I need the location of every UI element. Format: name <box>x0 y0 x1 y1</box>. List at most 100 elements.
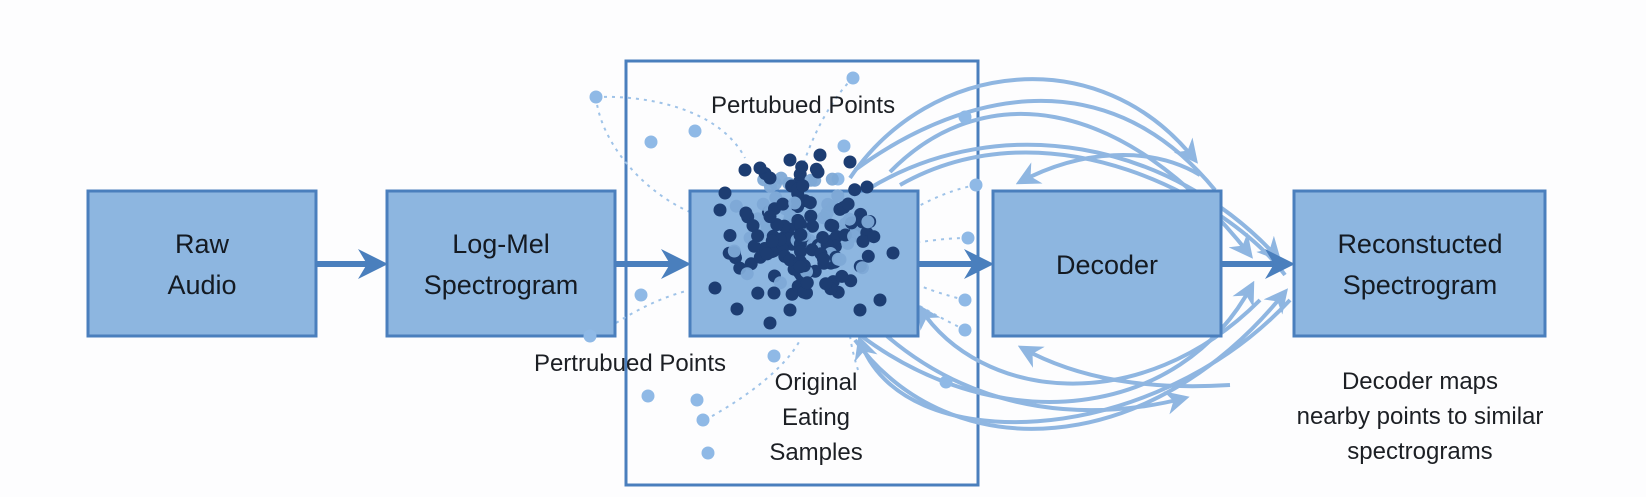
original-sample-point <box>763 171 777 185</box>
perturbed-point <box>773 276 787 290</box>
perturbed-point <box>861 215 875 229</box>
dotted-connector <box>914 184 977 209</box>
original-sample-point <box>783 303 797 317</box>
perturbed-point <box>774 171 788 185</box>
decoder-mapping-curves <box>848 77 1292 431</box>
perturbed-point <box>644 135 658 149</box>
original-sample-point <box>804 209 818 223</box>
perturbed-point <box>958 110 972 124</box>
original-sample-point <box>794 245 807 258</box>
original-sample-point <box>738 163 752 177</box>
perturbed-points <box>583 71 983 460</box>
original-sample-point <box>816 231 830 244</box>
original-sample-point <box>723 229 737 242</box>
perturbed-point <box>729 199 743 213</box>
original-sample-point <box>843 155 857 169</box>
mapping-curve-arrow <box>848 77 1198 180</box>
perturbed-point <box>696 413 710 427</box>
perturbed-point <box>740 267 754 281</box>
original-sample-point <box>746 219 760 233</box>
original-sample-point <box>713 203 727 217</box>
original-sample-point <box>841 197 855 211</box>
reconstructed-label-line1: Reconstucted <box>1337 229 1502 259</box>
perturbed-point <box>589 90 603 104</box>
perturbed-point <box>820 206 834 220</box>
mapping-curve-arrow <box>868 142 1282 262</box>
original-sample-point <box>886 246 900 260</box>
original-samples-label-line3: Samples <box>769 439 862 466</box>
decoder-note-line2: nearby points to similar <box>1297 403 1544 430</box>
original-sample-point <box>767 286 781 300</box>
original-sample-point <box>765 234 779 248</box>
raw-audio-label-line2: Audio <box>167 270 236 300</box>
original-sample-point <box>848 183 862 197</box>
perturbed-point <box>756 197 770 211</box>
original-sample-point <box>753 161 767 175</box>
original-sample-point <box>718 186 732 200</box>
original-sample-point <box>803 196 817 210</box>
original-sample-point <box>860 180 874 194</box>
original-sample-point <box>813 148 827 162</box>
original-sample-point <box>811 165 825 179</box>
perturbed-point <box>958 293 972 307</box>
original-sample-point <box>744 257 758 271</box>
perturbed-point <box>831 189 845 203</box>
dotted-connector <box>849 335 859 371</box>
dotted-connector <box>595 96 691 213</box>
raw-audio-block: Raw Audio <box>86 189 318 338</box>
original-sample-point <box>763 316 777 330</box>
log-mel-block: Log-Mel Spectrogram <box>385 189 617 338</box>
original-sample-point <box>776 197 790 211</box>
perturbed-point <box>939 375 953 389</box>
original-sample-point <box>708 281 722 295</box>
original-sample-point <box>867 230 881 244</box>
mapping-curve-arrow <box>1015 153 1202 185</box>
original-sample-point <box>824 218 838 232</box>
perturbed-point <box>788 196 802 210</box>
perturbed-point <box>641 389 655 403</box>
original-sample-point <box>796 179 810 193</box>
original-sample-points <box>708 148 900 330</box>
mapping-curve-arrow <box>854 298 1292 425</box>
original-sample-point <box>873 293 887 307</box>
reconstructed-label-line2: Spectrogram <box>1343 270 1498 300</box>
perturbed-points-bottom-label: Pertrubued Points <box>534 350 726 377</box>
original-samples-label-line2: Eating <box>782 404 850 431</box>
original-sample-point <box>760 247 774 261</box>
original-sample-point <box>739 206 753 220</box>
mapping-curve-arrow <box>917 298 1262 386</box>
original-sample-point <box>861 249 875 263</box>
decoder-note-line3: spectrograms <box>1347 438 1492 465</box>
original-sample-point <box>747 239 761 253</box>
perturbed-point <box>727 244 741 258</box>
decoder-note-line1: Decoder maps <box>1342 368 1498 395</box>
perturbed-point <box>690 393 704 407</box>
original-sample-point <box>800 276 814 290</box>
original-sample-point <box>730 302 744 316</box>
original-samples-label-line1: Original <box>775 369 858 396</box>
perturbed-point <box>958 323 972 337</box>
mapping-curve-arrow <box>853 98 1217 192</box>
perturbed-point <box>855 261 869 275</box>
original-sample-point <box>835 269 849 283</box>
perturbed-point <box>969 178 983 192</box>
perturbed-point <box>767 349 781 363</box>
perturbed-point <box>701 446 715 460</box>
raw-audio-label-line1: Raw <box>175 229 230 259</box>
perturbed-point <box>634 288 648 302</box>
original-sample-point <box>853 303 867 317</box>
mapping-curve-arrow <box>899 150 1287 277</box>
perturbed-point <box>846 71 860 85</box>
perturbed-point <box>843 212 856 226</box>
mapping-curve-arrow <box>1017 345 1231 389</box>
original-sample-point <box>816 252 830 266</box>
original-sample-point <box>763 210 777 224</box>
perturbed-point <box>831 252 845 266</box>
original-sample-point <box>819 277 833 291</box>
decoder-label: Decoder <box>1056 250 1158 280</box>
perturbed-point <box>837 139 851 153</box>
dotted-connector <box>917 284 966 301</box>
perturbed-point <box>825 172 839 186</box>
perturbed-point <box>583 329 597 343</box>
